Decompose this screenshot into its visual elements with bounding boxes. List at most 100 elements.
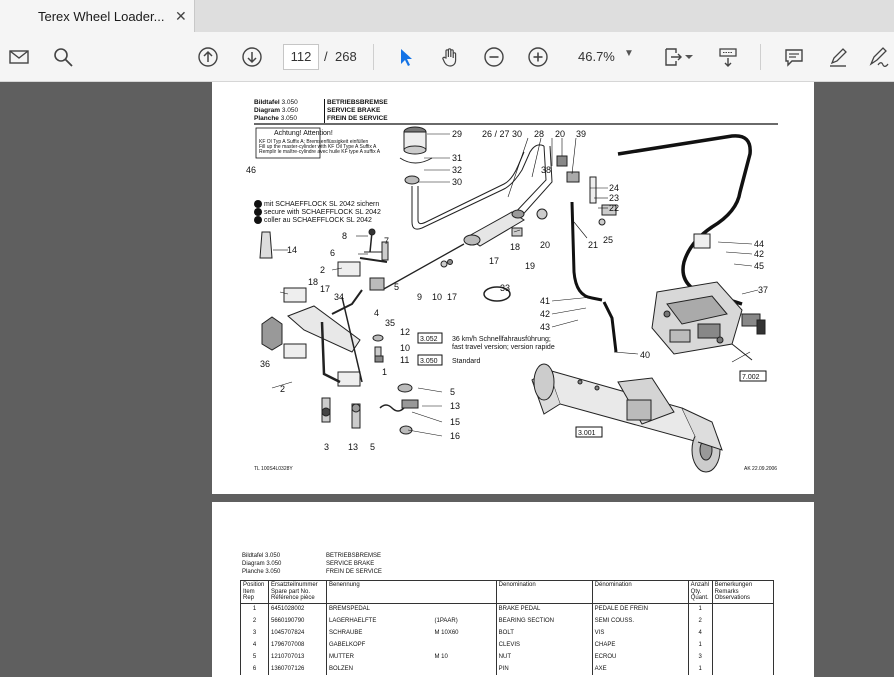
callout-label: 6 [330,248,335,258]
callout-label: 33 [500,283,510,293]
callout-label: 43 [540,322,550,332]
drawing-number: TL 100S4L0328Y [254,466,293,472]
callout-label: 17 [489,256,499,266]
callout-label: 13 [348,442,358,452]
ref-3001: 3.001 [578,430,596,437]
callout-label: 24 [609,183,619,193]
page-total: 268 [335,49,357,64]
tab-close-icon[interactable]: ✕ [175,8,187,24]
callout-label: 5 [394,282,399,292]
diagram-header-titles: BETRIEBSBREMSE SERVICE BRAKE FREIN DE SE… [324,99,424,123]
callout-label: 10 [432,292,442,302]
fit-page-dropdown-icon[interactable] [683,44,695,70]
loctite-note: coller au SCHAEFFLOCK SL 2042 [264,217,372,224]
callout-label: 34 [334,292,344,302]
callout-label: 9 [417,292,422,302]
zoom-dropdown[interactable]: 46.7% ▼ [568,44,640,70]
callout-label: 44 [754,239,764,249]
callout-label: 2 [320,265,325,275]
callout-label: 2 [280,384,285,394]
callout-label: 37 [758,285,768,295]
ref-3052: 3.052 [420,336,438,343]
callout-label: 13 [450,401,460,411]
fit-page-icon[interactable] [660,44,686,70]
col-denomination-en: Denomination [495,580,593,604]
page-separator: / [324,49,328,64]
toolbar [0,32,894,82]
loctite-note: mit SCHAEFFLOCK SL 2042 sichern [264,201,379,208]
callout-label: 23 [609,193,619,203]
ref-3050: 3.050 [420,358,438,365]
callout-label: 29 [452,129,462,139]
highlight-pen-icon[interactable] [825,44,851,70]
callout-label: 41 [540,296,550,306]
hand-tool-icon[interactable] [437,44,463,70]
callout-label: 42 [540,309,550,319]
drawing-date: AK 22.09.2006 [744,466,777,472]
zoom-value: 46.7% [578,49,615,64]
warning-line: KF Ol Typ A Suffix A; Bremsenflüssigkeit… [259,139,369,145]
col-name: Benennung [326,580,497,604]
sign-icon[interactable] [865,44,891,70]
callout-label: 17 [447,292,457,302]
callout-label: 12 [400,327,410,337]
callout-label: 18 [308,277,318,287]
callout-label: 30 [452,177,462,187]
callout-label: 17 [320,284,330,294]
callout-label: 4 [374,308,379,318]
parts-header-titles: BETRIEBSBREMSE SERVICE BRAKE FREIN DE SE… [326,553,382,575]
tab-title: Terex Wheel Loader... [38,9,165,24]
exploded-parts-diagram: Achtung! Attention! KF Ol Typ A Suffix A… [246,123,778,473]
previous-page-icon[interactable] [195,44,221,70]
parts-header-labels: Bildtafel 3.050 Diagram 3.050 Planche 3.… [242,553,282,575]
callout-label: 46 [246,165,256,175]
callout-label: 19 [525,261,535,271]
warning-title: Achtung! Attention! [274,130,333,137]
next-page-icon[interactable] [239,44,265,70]
callout-label: 7 [384,236,389,246]
callout-label: 30 [512,129,522,139]
callout-label: 18 [510,242,520,252]
callout-label: 14 [287,245,297,255]
callout-label: 38 [541,165,551,175]
ref-7002: 7.002 [742,374,760,381]
select-cursor-icon[interactable] [393,44,419,70]
document-page: Bildtafel 3.050 Diagram 3.050 Planche 3.… [212,502,814,677]
callout-label: 39 [576,129,586,139]
document-tab[interactable]: Terex Wheel Loader... ✕ [0,0,195,32]
zoom-out-icon[interactable] [481,44,507,70]
col-denomination-fr: Dénomination [591,580,689,604]
ref-3052-text: 36 km/h Schnellfahrausführung; [452,336,551,343]
callout-label: 10 [400,343,410,353]
callout-label: 25 [603,235,613,245]
document-page: Bildtafel 3.050 Diagram 3.050 Planche 3.… [212,82,814,494]
diagram-header-labels: Bildtafel 3.050 Diagram 3.050 Planche 3.… [254,99,299,122]
callout-label: 20 [555,129,565,139]
scroll-mode-icon[interactable] [715,44,741,70]
callout-label: 3 [324,442,329,452]
callout-label: 8 [342,231,347,241]
chevron-down-icon: ▼ [624,48,634,59]
callout-label: 40 [640,350,650,360]
callout-label: 5 [370,442,375,452]
callout-label: 36 [260,359,270,369]
callout-label: 28 [534,129,544,139]
comment-icon[interactable] [781,44,807,70]
page-number-input[interactable]: 112 [283,44,319,70]
callout-label: 1 [382,367,387,377]
email-icon[interactable] [6,44,32,70]
callout-label: 35 [385,318,395,328]
tab-bar: Terex Wheel Loader... ✕ [0,0,894,32]
warning-line: Remplir le maître-cylindre avec huile KF… [259,149,381,155]
toolbar-divider [760,44,761,70]
callout-label: 31 [452,153,462,163]
callout-label: 32 [452,165,462,175]
zoom-in-icon[interactable] [525,44,551,70]
search-icon[interactable] [50,44,76,70]
